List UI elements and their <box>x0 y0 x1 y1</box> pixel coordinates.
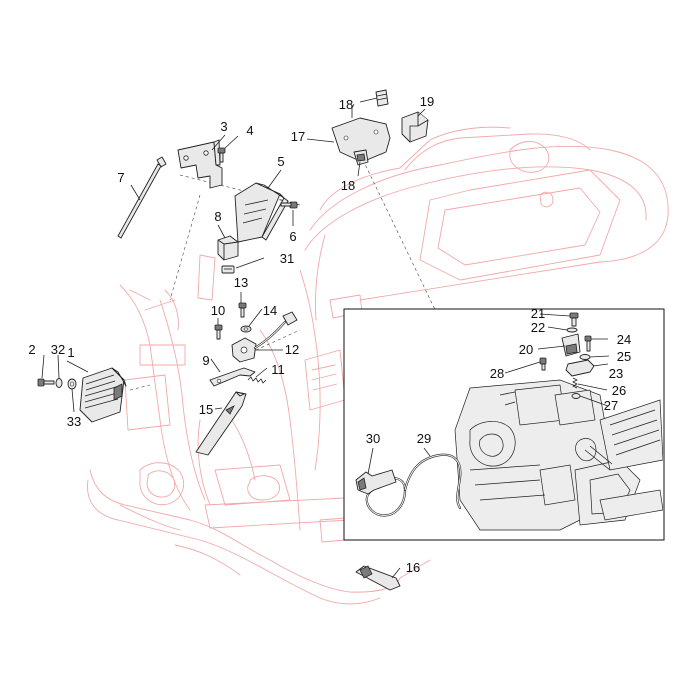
voltage-regulator <box>79 367 127 423</box>
callout-24: 24 <box>617 332 631 347</box>
callout-18-bottom: 18 <box>341 178 355 193</box>
callout-labels: 1 2 3 4 5 6 7 8 9 10 11 12 13 14 15 16 1… <box>28 94 631 575</box>
screw-24 <box>584 335 592 352</box>
callout-3: 3 <box>220 119 227 134</box>
screw-21 <box>569 312 579 327</box>
connector-30 <box>355 469 397 495</box>
connector-18-top <box>375 89 389 107</box>
callout-5: 5 <box>277 154 284 169</box>
callout-10: 10 <box>211 303 225 318</box>
sensor-16 <box>355 565 401 591</box>
callout-27: 27 <box>604 398 618 413</box>
spring-26 <box>572 377 578 389</box>
callout-11: 11 <box>271 362 285 377</box>
callout-15: 15 <box>199 402 213 417</box>
relay <box>217 235 239 261</box>
callout-16: 16 <box>406 560 420 575</box>
screw-6 <box>280 201 298 209</box>
leader-lines <box>41 97 610 579</box>
callout-7: 7 <box>117 170 124 185</box>
sensor-bracket <box>209 367 256 387</box>
callout-18-top: 18 <box>339 97 353 112</box>
callout-20: 20 <box>519 342 533 357</box>
screw-10 <box>214 324 223 340</box>
fuse <box>221 265 235 274</box>
callout-22: 22 <box>531 320 545 335</box>
screw-13 <box>238 302 247 318</box>
sensor-with-cable <box>231 311 298 363</box>
engine-detail <box>454 379 663 531</box>
mounting-bracket <box>177 139 223 189</box>
callout-1: 1 <box>67 345 74 360</box>
callout-25: 25 <box>617 349 631 364</box>
washer-14 <box>240 325 252 333</box>
mounting-plate <box>331 103 391 163</box>
washer-22 <box>566 327 578 333</box>
connector-18-bottom <box>353 149 369 166</box>
screw-28 <box>539 357 547 371</box>
washer-27 <box>571 393 581 399</box>
cable-29 <box>365 453 462 517</box>
cable-tie <box>117 156 167 239</box>
callout-31: 31 <box>280 251 294 266</box>
callout-32: 32 <box>51 342 65 357</box>
callout-13: 13 <box>234 275 248 290</box>
callout-6: 6 <box>289 229 296 244</box>
callout-30: 30 <box>366 431 380 446</box>
callout-33: 33 <box>67 414 81 429</box>
callout-8: 8 <box>214 209 221 224</box>
washer-25 <box>579 354 591 360</box>
callout-14: 14 <box>263 303 277 318</box>
washer-32 <box>55 378 63 388</box>
screw-2 <box>37 378 55 387</box>
control-unit <box>234 182 289 243</box>
callout-21: 21 <box>531 306 545 321</box>
spring-11 <box>247 376 267 384</box>
callout-29: 29 <box>417 431 431 446</box>
callout-2: 2 <box>28 342 35 357</box>
lever-23 <box>565 359 595 377</box>
callout-4: 4 <box>246 123 253 138</box>
relay-19 <box>401 111 429 143</box>
switch-20 <box>561 333 581 357</box>
cover-15 <box>195 391 247 456</box>
callout-19: 19 <box>420 94 434 109</box>
callout-12: 12 <box>285 342 299 357</box>
callout-17: 17 <box>291 129 305 144</box>
callout-9: 9 <box>202 353 209 368</box>
screw-4 <box>217 147 226 163</box>
callout-28: 28 <box>490 366 504 381</box>
washer-33 <box>67 378 77 390</box>
callout-26: 26 <box>612 383 626 398</box>
callout-23: 23 <box>609 366 623 381</box>
